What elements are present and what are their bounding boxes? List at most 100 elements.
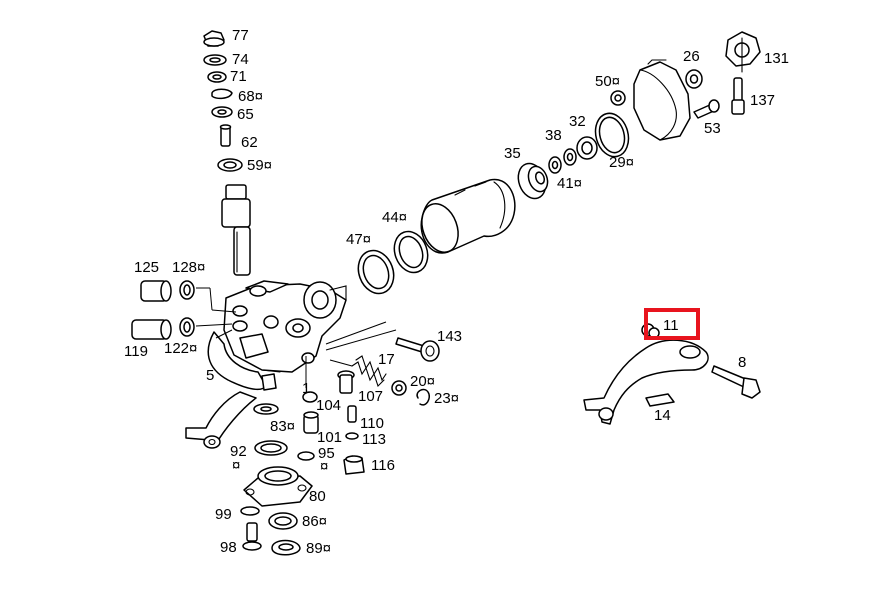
callout-5: 5 [206,367,214,384]
callout-20: 20¤ [410,373,435,390]
washer-71 [207,71,227,83]
ring-29 [594,112,630,158]
bolt-143 [395,337,440,362]
ring-44 [393,230,429,274]
washer-41 [563,148,577,166]
fitting-119 [131,319,172,340]
washer-38 [548,156,562,174]
callout-35: 35 [504,145,521,162]
ring-47 [357,249,395,295]
callout-68: 68¤ [238,88,263,105]
seal-59 [217,158,243,172]
callout-50: 50¤ [595,73,620,90]
callout-1: 1 [302,380,310,397]
clip-23 [416,388,431,406]
leader-lines [195,287,397,388]
bracket-131 [725,31,761,73]
plug-107 [337,370,355,394]
callout-143: 143 [437,328,462,345]
callout-92-mark: ¤ [232,457,240,474]
drop-arm [583,339,709,425]
bolt-137 [731,77,745,115]
seal-122 [179,317,195,337]
callout-113: 113 [362,431,386,448]
callout-122: 122¤ [164,340,197,357]
washer-26 [685,69,703,89]
plug-104 [302,391,318,403]
callout-128: 128¤ [172,259,205,276]
ring-92 [254,440,288,456]
washer-113 [345,432,359,440]
washer-99 [240,506,260,516]
washer-20 [391,380,407,396]
piston-35 [517,162,549,200]
callout-137: 137 [750,92,775,109]
callout-80: 80 [309,488,326,505]
callout-77: 77 [232,27,249,44]
callout-74: 74 [232,51,249,68]
callout-62: 62 [241,134,258,151]
callout-110: 110 [360,415,384,432]
callout-59: 59¤ [247,157,272,174]
callout-107: 107 [358,388,383,405]
callout-104: 104 [316,397,341,414]
fitting-125 [140,280,172,302]
callout-86: 86¤ [302,513,327,530]
callout-83: 83¤ [270,418,295,435]
washer-83 [253,403,279,415]
callout-65: 65 [237,106,254,123]
bolt-53 [693,99,720,119]
callout-99: 99 [215,506,232,523]
callout-92: 92 [230,443,247,460]
highlight-box [644,308,700,340]
washer-74 [203,54,227,66]
callout-29: 29¤ [609,154,634,171]
washer-65 [211,106,233,118]
callout-47: 47¤ [346,231,371,248]
callout-44: 44¤ [382,209,407,226]
callout-89: 89¤ [306,540,331,557]
cap-116 [343,455,365,475]
washer-50 [610,90,626,106]
end-cover [633,59,691,141]
seal-95 [297,451,315,461]
seal-128 [179,280,195,300]
callout-17: 17 [378,351,395,368]
callout-71: 71 [230,68,247,85]
callout-116: 116 [371,457,395,474]
cylinder-sleeve [420,178,516,254]
circlip-68 [211,88,233,100]
plug-101 [303,411,319,434]
callout-101: 101 [317,429,342,446]
spring-17 [351,355,387,388]
gear-housing [223,280,347,373]
ring-89 [271,539,301,556]
callout-41: 41¤ [557,175,582,192]
washer-14 [645,393,675,407]
callout-8: 8 [738,354,746,371]
callout-23: 23¤ [434,390,459,407]
callout-38: 38 [545,127,562,144]
callout-131: 131 [764,50,789,67]
top-nut [203,30,225,47]
callout-26: 26 [683,48,700,65]
flange-80 [243,466,313,507]
callout-32: 32 [569,113,586,130]
bolt-8 [711,365,761,399]
screw-110 [347,405,357,423]
pitman-arm-5 [185,331,277,449]
callout-125: 125 [134,259,159,276]
callout-11: 11 [663,317,679,334]
stud-62 [219,124,232,147]
callout-53: 53 [704,120,721,137]
seal-86 [268,512,298,530]
callout-98: 98 [220,539,237,556]
bolt-98 [242,522,262,551]
callout-119: 119 [124,343,148,360]
callout-95-mark: ¤ [320,458,328,475]
ring-32 [576,136,598,160]
callout-14: 14 [654,407,671,424]
callout-95: 95 [318,445,335,462]
input-shaft [221,184,251,276]
